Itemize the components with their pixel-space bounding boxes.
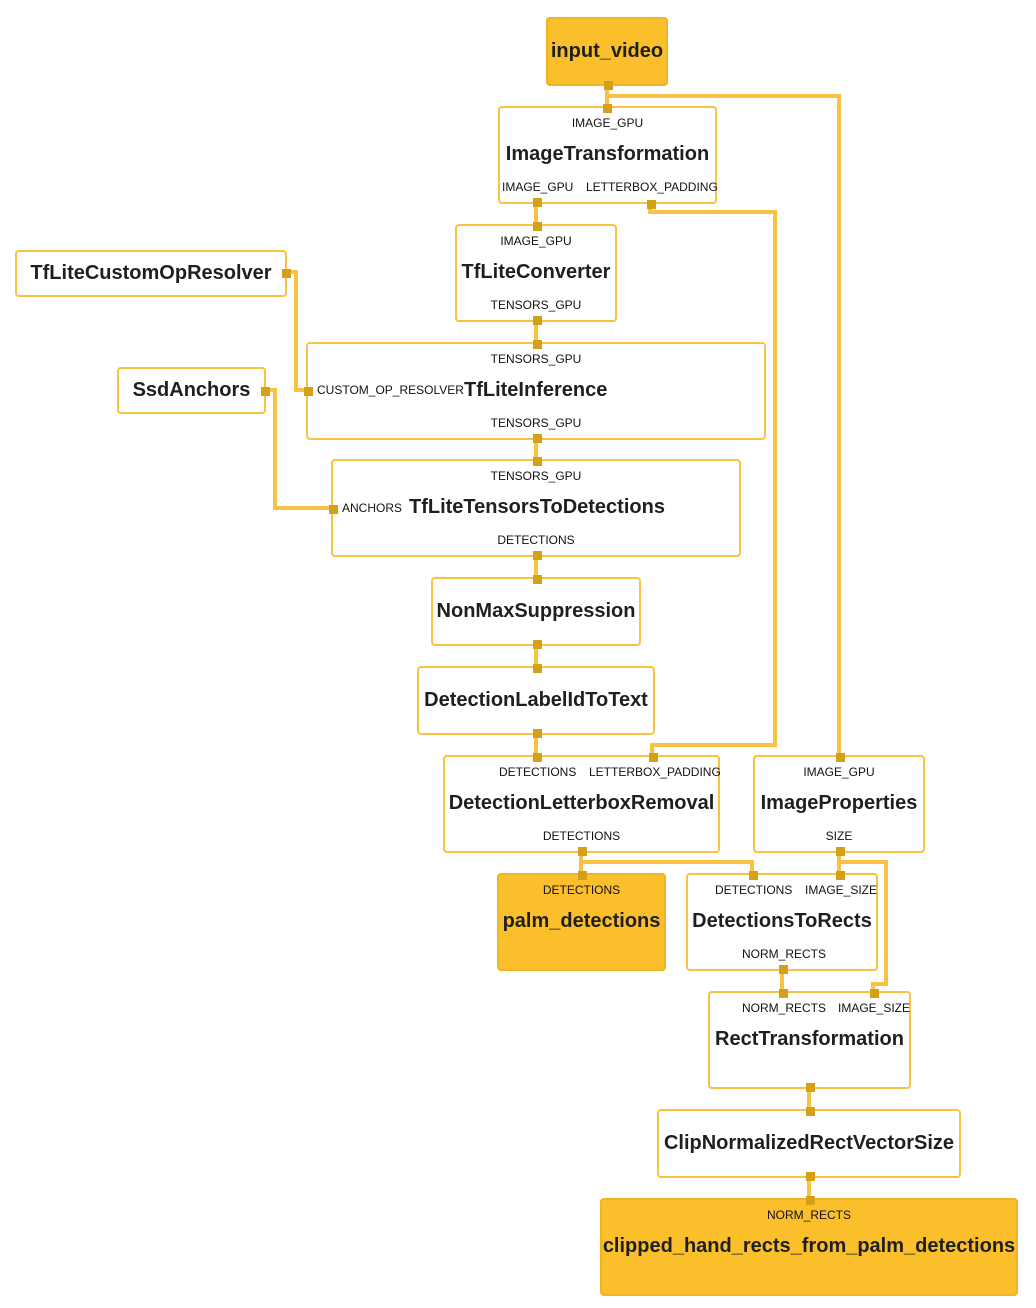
port-label: LETTERBOX_PADDING [586, 180, 718, 194]
edge-imageproperties-to-recttransformation [839, 860, 888, 992]
port-dot [779, 989, 788, 998]
port-label: NORM_RECTS [742, 947, 827, 961]
port-label: IMAGE_GPU [502, 180, 574, 194]
port-dot [578, 871, 587, 880]
port-label: IMAGE_GPU [803, 765, 875, 779]
port-dot [533, 575, 542, 584]
port-dot [604, 81, 613, 90]
node-title: RectTransformation [715, 1028, 904, 1050]
port-label: NORM_RECTS [766, 1208, 851, 1222]
node-title: NonMaxSuppression [436, 600, 636, 622]
port-dot [533, 640, 542, 649]
port-label: DETECTIONS [497, 533, 575, 547]
port-dot [533, 434, 542, 443]
port-dot [533, 316, 542, 325]
node-title: ClipNormalizedRectVectorSize [663, 1132, 955, 1154]
node-title: clipped_hand_rects_from_palm_detections [602, 1235, 1016, 1257]
port-dot [806, 1083, 815, 1092]
port-dot [749, 871, 758, 880]
port-dot [870, 989, 879, 998]
port-dot [836, 753, 845, 762]
non-max-suppression-node[interactable]: NonMaxSuppression [431, 575, 641, 649]
port-dot [533, 457, 542, 466]
detection-letterbox-removal-node[interactable]: DETECTIONS LETTERBOX_PADDING DetectionLe… [443, 753, 721, 856]
port-dot [533, 222, 542, 231]
port-label: DETECTIONS [542, 883, 621, 897]
port-label: SIZE [825, 829, 853, 843]
node-title: ImageProperties [760, 792, 918, 814]
port-label: IMAGE_GPU [571, 116, 644, 130]
edge-letterboxremoval-to-detectionstorects [581, 860, 754, 874]
image-transformation-node[interactable]: IMAGE_GPU ImageTransformation IMAGE_GPU … [498, 104, 718, 209]
port-dot [836, 871, 845, 880]
clip-normalized-rect-vector-size-node[interactable]: ClipNormalizedRectVectorSize [657, 1107, 961, 1181]
port-dot [779, 965, 788, 974]
port-dot [603, 104, 612, 113]
port-label: ANCHORS [342, 501, 403, 515]
port-label: TENSORS_GPU [490, 352, 582, 366]
port-dot [578, 847, 587, 856]
ssd-anchors-node[interactable]: SsdAnchors [117, 367, 270, 414]
node-title: ImageTransformation [505, 143, 710, 165]
port-dot [647, 200, 656, 209]
port-label: IMAGE_SIZE [805, 883, 878, 897]
node-title: DetectionLabelIdToText [424, 689, 648, 711]
port-dot [806, 1196, 815, 1205]
port-label: TENSORS_GPU [490, 298, 582, 312]
port-dot [836, 847, 845, 856]
detection-label-id-to-text-node[interactable]: DetectionLabelIdToText [417, 664, 655, 738]
port-label: DETECTIONS [715, 883, 793, 897]
port-dot [329, 505, 338, 514]
port-dot [533, 753, 542, 762]
port-dot [304, 387, 313, 396]
input-video-node[interactable]: input_video [546, 17, 668, 90]
port-label: TENSORS_GPU [490, 416, 582, 430]
clipped-hand-rects-node[interactable]: NORM_RECTS clipped_hand_rects_from_palm_… [600, 1196, 1018, 1296]
edge-letterbox-padding [648, 204, 777, 756]
edge-input-to-imageproperties [605, 86, 841, 756]
node-title: palm_detections [502, 910, 661, 932]
rect-transformation-node[interactable]: NORM_RECTS IMAGE_SIZE RectTransformation [708, 989, 911, 1092]
port-dot [533, 198, 542, 207]
port-dot [806, 1172, 815, 1181]
port-label: IMAGE_GPU [500, 234, 572, 248]
node-title: TfLiteTensorsToDetections [409, 496, 665, 518]
palm-detections-node[interactable]: DETECTIONS palm_detections [497, 871, 666, 971]
port-dot [261, 387, 270, 396]
port-label: DETECTIONS [542, 829, 621, 843]
node-title: TfLiteCustomOpResolver [30, 262, 272, 284]
port-label: NORM_RECTS [742, 1001, 827, 1015]
edge-ssdanchors-to-tensorstodetections [265, 388, 332, 510]
port-dot [533, 729, 542, 738]
port-label: IMAGE_SIZE [838, 1001, 911, 1015]
port-dot [649, 753, 658, 762]
port-dot [533, 551, 542, 560]
port-dot [806, 1107, 815, 1116]
tflite-converter-node[interactable]: IMAGE_GPU TfLiteConverter TENSORS_GPU [455, 222, 617, 325]
tflite-custom-op-resolver-node[interactable]: TfLiteCustomOpResolver [15, 250, 291, 297]
node-title: DetectionLetterboxRemoval [448, 792, 715, 814]
edge-customopresolver-to-inference [286, 270, 307, 392]
node-title: input_video [550, 40, 664, 62]
node-title: TfLiteInference [464, 379, 608, 401]
tflite-inference-node[interactable]: TENSORS_GPU CUSTOM_OP_RESOLVER TfLiteInf… [304, 340, 766, 443]
detections-to-rects-node[interactable]: DETECTIONS IMAGE_SIZE DetectionsToRects … [686, 871, 878, 974]
node-title: DetectionsToRects [692, 910, 872, 932]
port-dot [533, 340, 542, 349]
node-title: SsdAnchors [132, 379, 251, 401]
port-label: LETTERBOX_PADDING [589, 765, 721, 779]
node-title: TfLiteConverter [461, 261, 611, 283]
port-label: CUSTOM_OP_RESOLVER [317, 383, 464, 397]
tflite-tensors-to-detections-node[interactable]: TENSORS_GPU ANCHORS TfLiteTensorsToDetec… [329, 457, 741, 560]
port-label: DETECTIONS [499, 765, 577, 779]
port-dot [282, 269, 291, 278]
port-label: TENSORS_GPU [490, 469, 582, 483]
image-properties-node[interactable]: IMAGE_GPU ImageProperties SIZE [753, 753, 925, 856]
port-dot [533, 664, 542, 673]
